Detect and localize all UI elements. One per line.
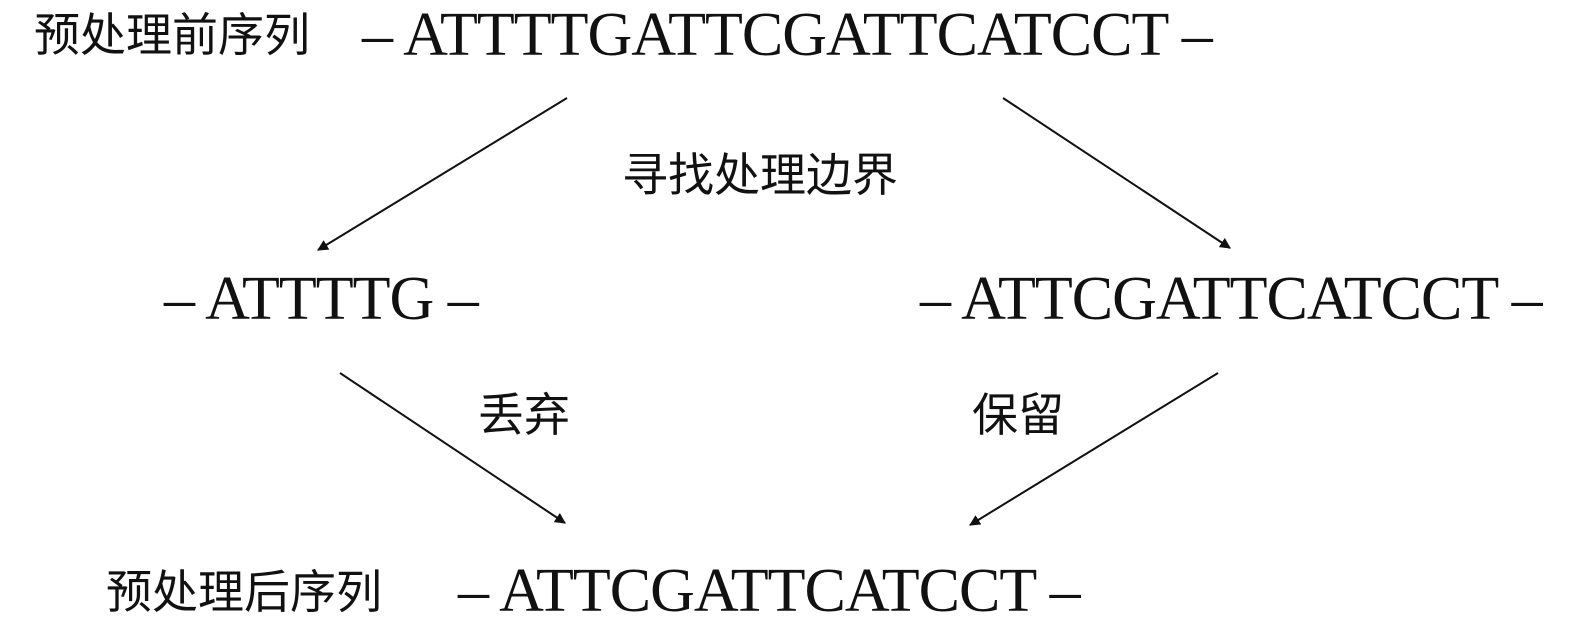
pre-processing-label: 预处理前序列 (34, 8, 310, 62)
keep-label: 保留 (972, 388, 1064, 442)
post-processing-sequence: – ATTCGATTCATCCT – (458, 557, 1081, 625)
find-boundary-label: 寻找处理边界 (622, 148, 898, 202)
arrow-top-to-left (317, 97, 568, 251)
post-processing-label: 预处理后序列 (106, 565, 382, 619)
left-fragment-sequence: – ATTTTG – (164, 265, 479, 333)
discard-label: 丢弃 (478, 388, 570, 442)
arrow-right-to-bottom (969, 372, 1219, 526)
pre-processing-sequence: – ATTTTGATTCGATTCATCCT – (362, 1, 1213, 69)
arrow-top-to-right (1002, 97, 1231, 249)
right-fragment-sequence: – ATTCGATTCATCCT – (920, 265, 1543, 333)
arrow-left-to-bottom (339, 372, 566, 524)
